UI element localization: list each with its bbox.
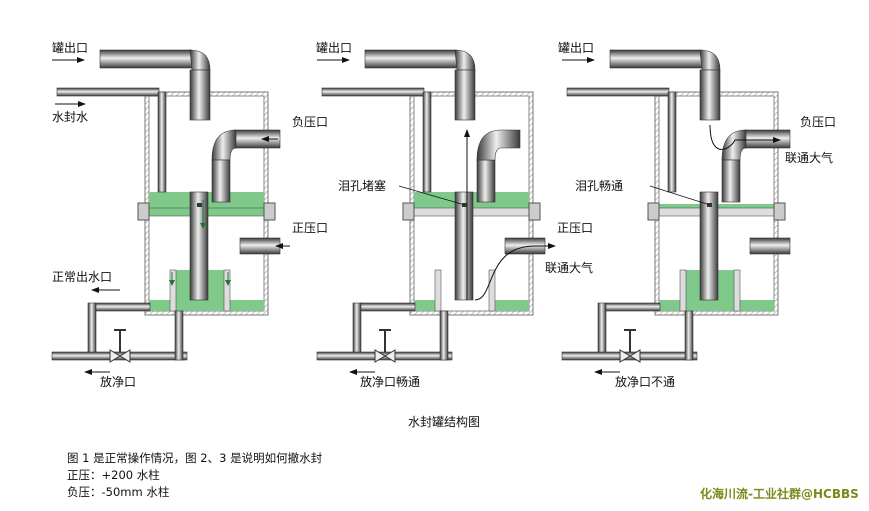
- flange-left: [137, 202, 150, 221]
- panel-2: [316, 49, 556, 375]
- watermark: 化海川流-工业社群@HCBBS: [700, 487, 859, 501]
- tank-outlet-pipe: [699, 69, 721, 121]
- tank-outlet-pipe: [99, 49, 193, 69]
- cup-wall: [169, 269, 177, 312]
- label-tank-outlet-2: 罐出口: [316, 41, 352, 55]
- tank-outlet-pipe: [364, 49, 458, 69]
- seal-water-pipe: [321, 87, 425, 97]
- valve-body: [109, 349, 131, 363]
- elbow: [211, 129, 237, 161]
- label-negative-port-3: 负压口: [800, 115, 836, 129]
- weep-hole: [197, 203, 202, 207]
- cup-wall: [223, 269, 231, 312]
- overflow-drop: [597, 302, 607, 359]
- label-tank-outlet-3: 罐出口: [558, 41, 594, 55]
- leader-line: [398, 185, 466, 206]
- seal-water-pipe: [566, 87, 670, 97]
- panel-1: [51, 49, 290, 375]
- overflow-drop: [87, 302, 97, 359]
- flange-right: [528, 202, 541, 221]
- label-drain-3: 放净口不通: [615, 374, 675, 389]
- label-negative-port-1: 负压口: [292, 115, 328, 129]
- bottom-water: [495, 300, 529, 311]
- tank-outlet-pipe: [609, 49, 703, 69]
- label-tank-outlet-1: 罐出口: [52, 41, 88, 55]
- overflow-pipe: [94, 302, 151, 312]
- seal-water-pipe: [422, 91, 432, 193]
- dip-pipe: [454, 191, 474, 301]
- label-weep-hole-open: 泪孔畅通: [575, 179, 623, 193]
- drain-riser: [439, 310, 449, 361]
- flange-left: [647, 202, 660, 221]
- dip-pipe: [699, 191, 719, 301]
- cup-wall: [679, 269, 687, 312]
- bottom-water: [659, 300, 680, 311]
- elbow: [189, 49, 211, 71]
- cup-wall: [733, 269, 741, 312]
- bottom-water: [149, 300, 170, 311]
- flange-right: [773, 202, 786, 221]
- overflow-pipe: [604, 302, 661, 312]
- flange-right: [263, 202, 276, 221]
- note-line-3: 负压：-50mm 水柱: [67, 485, 170, 499]
- positive-port-pipe: [749, 237, 791, 255]
- cup-wall: [488, 269, 496, 312]
- flange-left: [402, 202, 415, 221]
- label-weep-hole-blocked: 泪孔堵塞: [338, 178, 386, 193]
- label-normal-outlet: 正常出水口: [52, 270, 112, 284]
- bottom-water: [230, 300, 264, 311]
- negative-port-pipe: [743, 129, 791, 149]
- weep-hole: [462, 203, 467, 207]
- bottom-water: [740, 300, 774, 311]
- label-positive-port-1: 正压口: [292, 221, 328, 235]
- diagram-caption: 水封罐结构图: [408, 415, 481, 429]
- negative-port-pipe: [476, 159, 496, 203]
- drain-riser: [174, 310, 184, 361]
- negative-port-pipe: [721, 159, 741, 203]
- note-line-2: 正压：+200 水柱: [67, 468, 160, 482]
- dip-pipe: [189, 191, 209, 301]
- weep-hole: [707, 203, 712, 207]
- panel-3: [561, 49, 791, 375]
- bottom-water: [414, 300, 435, 311]
- tank-outlet-pipe: [189, 69, 211, 121]
- note-line-1: 图 1 是正常操作情况，图 2、3 是说明如何撤水封: [67, 451, 323, 465]
- valve-body: [374, 349, 396, 363]
- seal-water-pipe: [667, 91, 677, 193]
- gas-flow-arrow: [709, 124, 781, 150]
- negative-port-pipe: [476, 129, 521, 161]
- valve-body: [619, 349, 641, 363]
- elbow: [454, 49, 476, 71]
- label-atmosphere-2: 联通大气: [545, 260, 593, 275]
- drain-riser: [684, 310, 694, 361]
- elbow: [721, 129, 747, 161]
- cup-wall: [434, 269, 442, 312]
- label-positive-port-2: 正压口: [557, 221, 593, 235]
- negative-port-pipe: [211, 159, 231, 203]
- label-drain-2: 放净口畅通: [360, 374, 420, 389]
- elbow: [699, 49, 721, 71]
- positive-port-pipe: [239, 237, 281, 255]
- seal-water-pipe: [157, 91, 167, 193]
- label-atmosphere-3: 联通大气: [785, 150, 833, 165]
- overflow-pipe: [359, 302, 416, 312]
- gas-flow-arrow: [474, 243, 556, 301]
- label-drain-1: 放净口: [100, 374, 136, 389]
- label-seal-water: 水封水: [52, 110, 88, 124]
- tank-outlet-pipe: [454, 69, 476, 121]
- leader-line: [649, 185, 711, 206]
- overflow-drop: [352, 302, 362, 359]
- seal-water-pipe: [56, 87, 160, 97]
